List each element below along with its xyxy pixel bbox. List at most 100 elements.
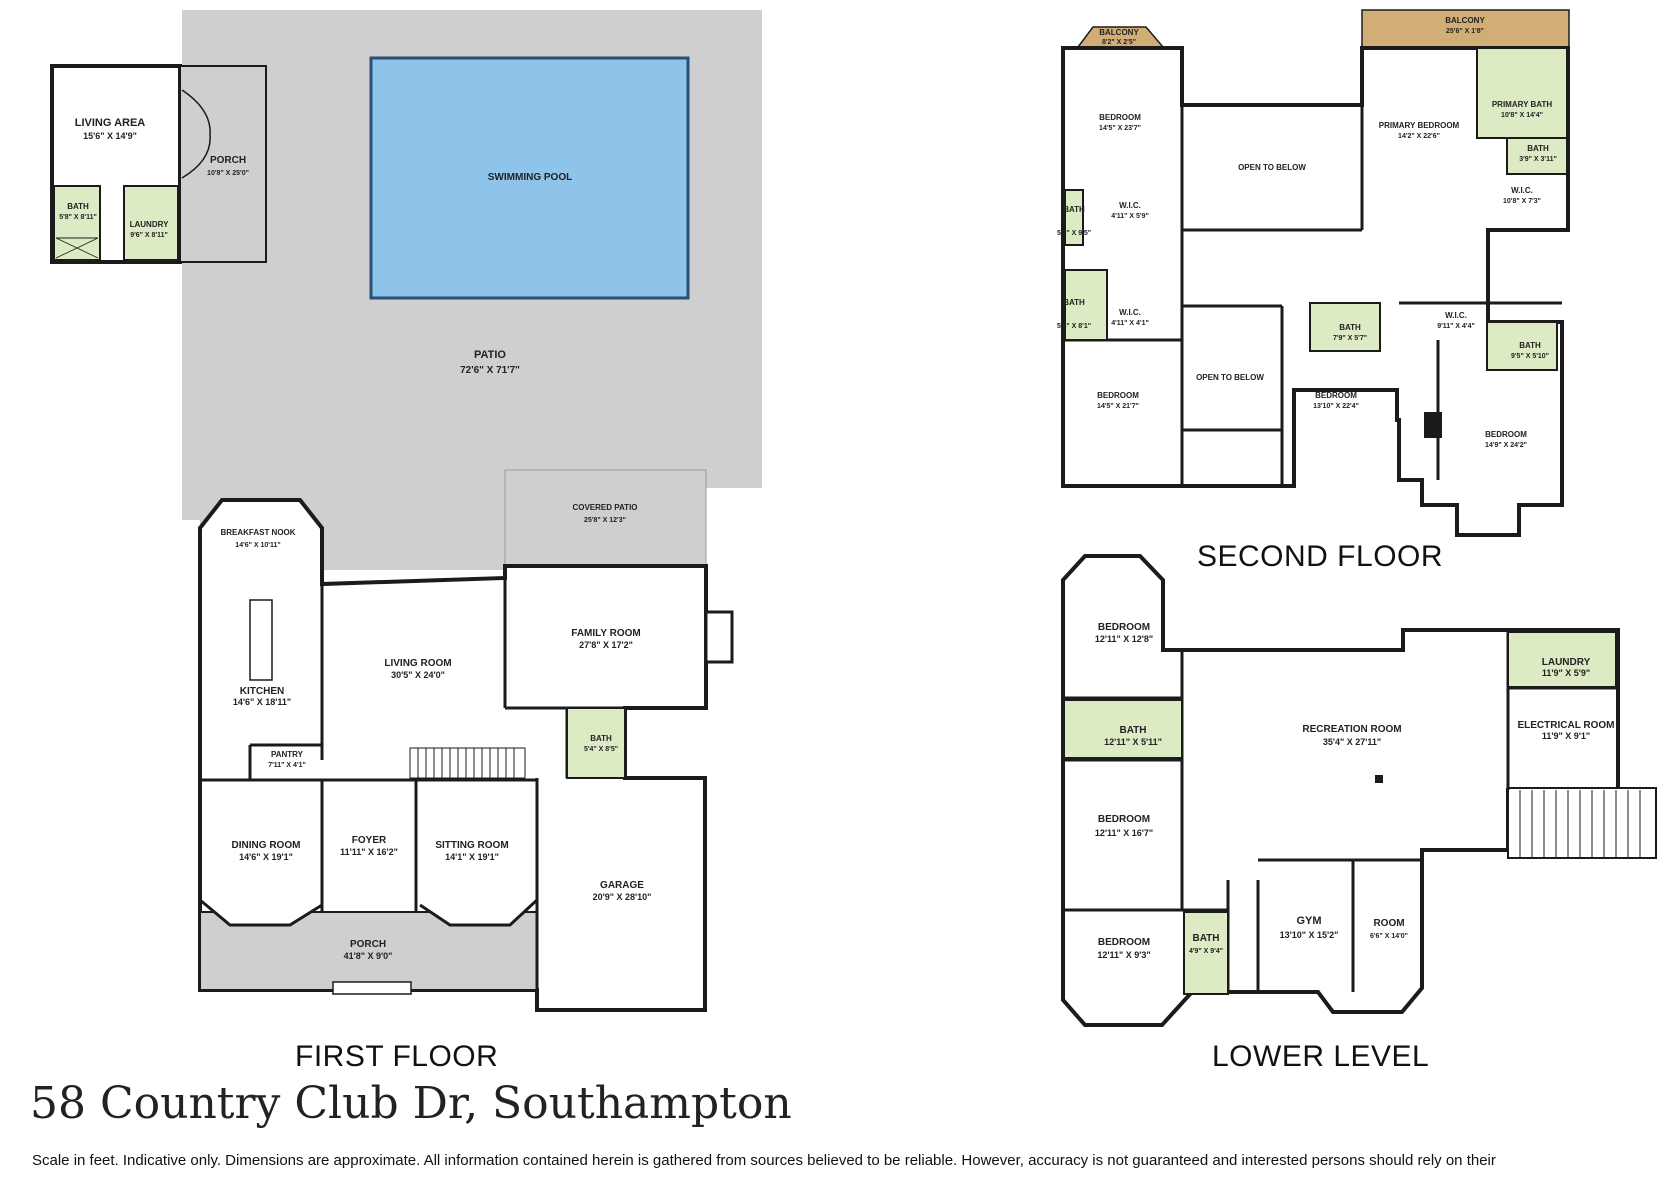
- room-dim: 11'11" X 16'2": [340, 847, 398, 857]
- room-name: LIVING AREA: [75, 117, 146, 129]
- room-name: BREAKFAST NOOK: [220, 528, 295, 537]
- balcony-large-area: [1361, 9, 1570, 49]
- swimming-pool: [369, 56, 690, 300]
- room-name: BATH: [1063, 298, 1085, 307]
- room-dim: 12'11" X 12'8": [1095, 634, 1153, 644]
- room-dim: 14'2" X 22'6": [1398, 133, 1440, 140]
- room-name: BATH: [1519, 341, 1541, 350]
- room-dim: 12'11" X 5'11": [1104, 737, 1162, 747]
- first-floor-stairs: [409, 747, 526, 779]
- room-name: RECREATION ROOM: [1302, 724, 1401, 735]
- room-dim: 72'6" X 71'7": [460, 365, 520, 376]
- room-name: W.I.C.: [1119, 308, 1141, 317]
- room-dim: 5'4" X 8'5": [584, 746, 618, 753]
- room-dim: 7'9" X 5'7": [1333, 335, 1367, 342]
- room-name: BATH: [1339, 323, 1361, 332]
- second-floor-plan: [1061, 9, 1570, 537]
- room-dim: 14'1" X 19'1": [445, 852, 499, 862]
- room-dim: 4'11" X 4'1": [1111, 320, 1149, 327]
- room-name: GARAGE: [600, 880, 644, 891]
- room-dim: 9'6" X 8'11": [130, 232, 168, 239]
- room-dim: 3'9" X 3'11": [1519, 156, 1557, 163]
- room-name: FAMILY ROOM: [571, 628, 640, 639]
- room-dim: 5'8" X 8'11": [59, 214, 97, 221]
- room-name: BATH: [1192, 933, 1219, 944]
- room-dim: 5'5" X 9'5": [1057, 230, 1091, 237]
- room-name: KITCHEN: [240, 686, 284, 697]
- room-name: PRIMARY BEDROOM: [1379, 121, 1460, 130]
- room-dim: 7'11" X 4'1": [268, 762, 306, 769]
- room-name: BEDROOM: [1098, 937, 1150, 948]
- room-name: COVERED PATIO: [572, 503, 637, 512]
- room-dim: 11'9" X 9'1": [1542, 731, 1590, 741]
- room-dim: 30'5" X 24'0": [391, 670, 445, 680]
- room-dim: 14'6" X 10'11": [235, 542, 280, 549]
- room-name: BEDROOM: [1098, 622, 1150, 633]
- room-dim: 13'10" X 22'4": [1313, 403, 1359, 410]
- room-dim: 4'9" X 9'4": [1189, 948, 1223, 955]
- room-name: PORCH: [210, 155, 246, 166]
- room-dim: 4'11" X 5'9": [1111, 213, 1149, 220]
- room-dim: 41'8" X 9'0": [344, 951, 393, 961]
- room-dim: 9'5" X 5'10": [1511, 353, 1549, 360]
- room-name: ELECTRICAL ROOM: [1517, 720, 1614, 731]
- room-name: W.I.C.: [1445, 311, 1467, 320]
- room-dim: 14'9" X 24'2": [1485, 442, 1527, 449]
- room-dim: 14'6" X 18'11": [233, 697, 291, 707]
- first-floor-plan: [50, 10, 762, 1012]
- first-floor-label: FIRST FLOOR: [295, 1040, 499, 1073]
- room-name: BATH: [590, 734, 612, 743]
- property-address: 58 Country Club Dr, Southampton: [30, 1078, 792, 1129]
- room-name: LAUNDRY: [130, 220, 169, 229]
- room-dim: 14'5" X 21'7": [1097, 403, 1139, 410]
- disclaimer-text: Scale in feet. Indicative only. Dimensio…: [32, 1152, 1496, 1169]
- room-name: BATH: [1063, 205, 1085, 214]
- room-name: BALCONY: [1099, 28, 1139, 37]
- room-labels: LIVING AREA 15'6" X 14'9" PORCH 10'8" X …: [59, 16, 1614, 961]
- room-dim: 14'5" X 23'7": [1099, 125, 1141, 132]
- lower-level-label: LOWER LEVEL: [1212, 1040, 1430, 1073]
- room-name: PATIO: [474, 349, 506, 361]
- room-name: LIVING ROOM: [384, 658, 451, 669]
- room-name: PORCH: [350, 939, 386, 950]
- room-dim: 10'8" X 25'0": [207, 170, 249, 177]
- room-dim: 10'8" X 14'4": [1501, 112, 1543, 119]
- room-dim: 12'11" X 9'3": [1097, 950, 1150, 960]
- room-name: BEDROOM: [1099, 113, 1141, 122]
- room-name: GYM: [1296, 915, 1321, 927]
- room-dim: 20'9" X 28'10": [593, 892, 652, 902]
- room-name: BATH: [1527, 144, 1549, 153]
- room-dim: 14'6" X 19'1": [239, 852, 293, 862]
- room-dim: 6'6" X 14'0": [1370, 933, 1408, 940]
- room-dim: 15'6" X 14'9": [83, 131, 137, 141]
- room-dim: 10'8" X 7'3": [1503, 198, 1541, 205]
- room-dim: 9'11" X 4'4": [1437, 323, 1475, 330]
- room-dim: 25'8" X 12'3": [584, 517, 626, 524]
- room-dim: 5'5" X 8'1": [1057, 323, 1091, 330]
- room-name: SITTING ROOM: [435, 840, 508, 851]
- room-dim: 35'4" X 27'11": [1323, 737, 1381, 747]
- room-name: PRIMARY BATH: [1492, 100, 1553, 109]
- room-name: BEDROOM: [1097, 391, 1139, 400]
- room-dim: 27'8" X 17'2": [579, 640, 633, 650]
- room-name: W.I.C.: [1119, 201, 1141, 210]
- room-name: BEDROOM: [1485, 430, 1527, 439]
- room-name: BATH: [1119, 725, 1146, 736]
- room-name: DINING ROOM: [232, 840, 301, 851]
- room-name: OPEN TO BELOW: [1238, 163, 1306, 172]
- room-name: BATH: [67, 202, 89, 211]
- covered-patio-area: [504, 469, 707, 567]
- room-name: BEDROOM: [1315, 391, 1357, 400]
- lower-level-stairs: [1507, 787, 1657, 859]
- room-dim: 13'10" X 15'2": [1280, 930, 1339, 940]
- room-dim: 25'6" X 1'8": [1446, 28, 1484, 35]
- room-dim: 8'2" X 2'5": [1102, 39, 1136, 46]
- room-name: OPEN TO BELOW: [1196, 373, 1264, 382]
- room-name: ROOM: [1373, 918, 1404, 929]
- room-name: FOYER: [352, 835, 387, 846]
- room-name: PANTRY: [271, 750, 304, 759]
- room-name: BEDROOM: [1098, 814, 1150, 825]
- room-name: W.I.C.: [1511, 186, 1533, 195]
- room-dim: 11'9" X 5'9": [1542, 668, 1590, 678]
